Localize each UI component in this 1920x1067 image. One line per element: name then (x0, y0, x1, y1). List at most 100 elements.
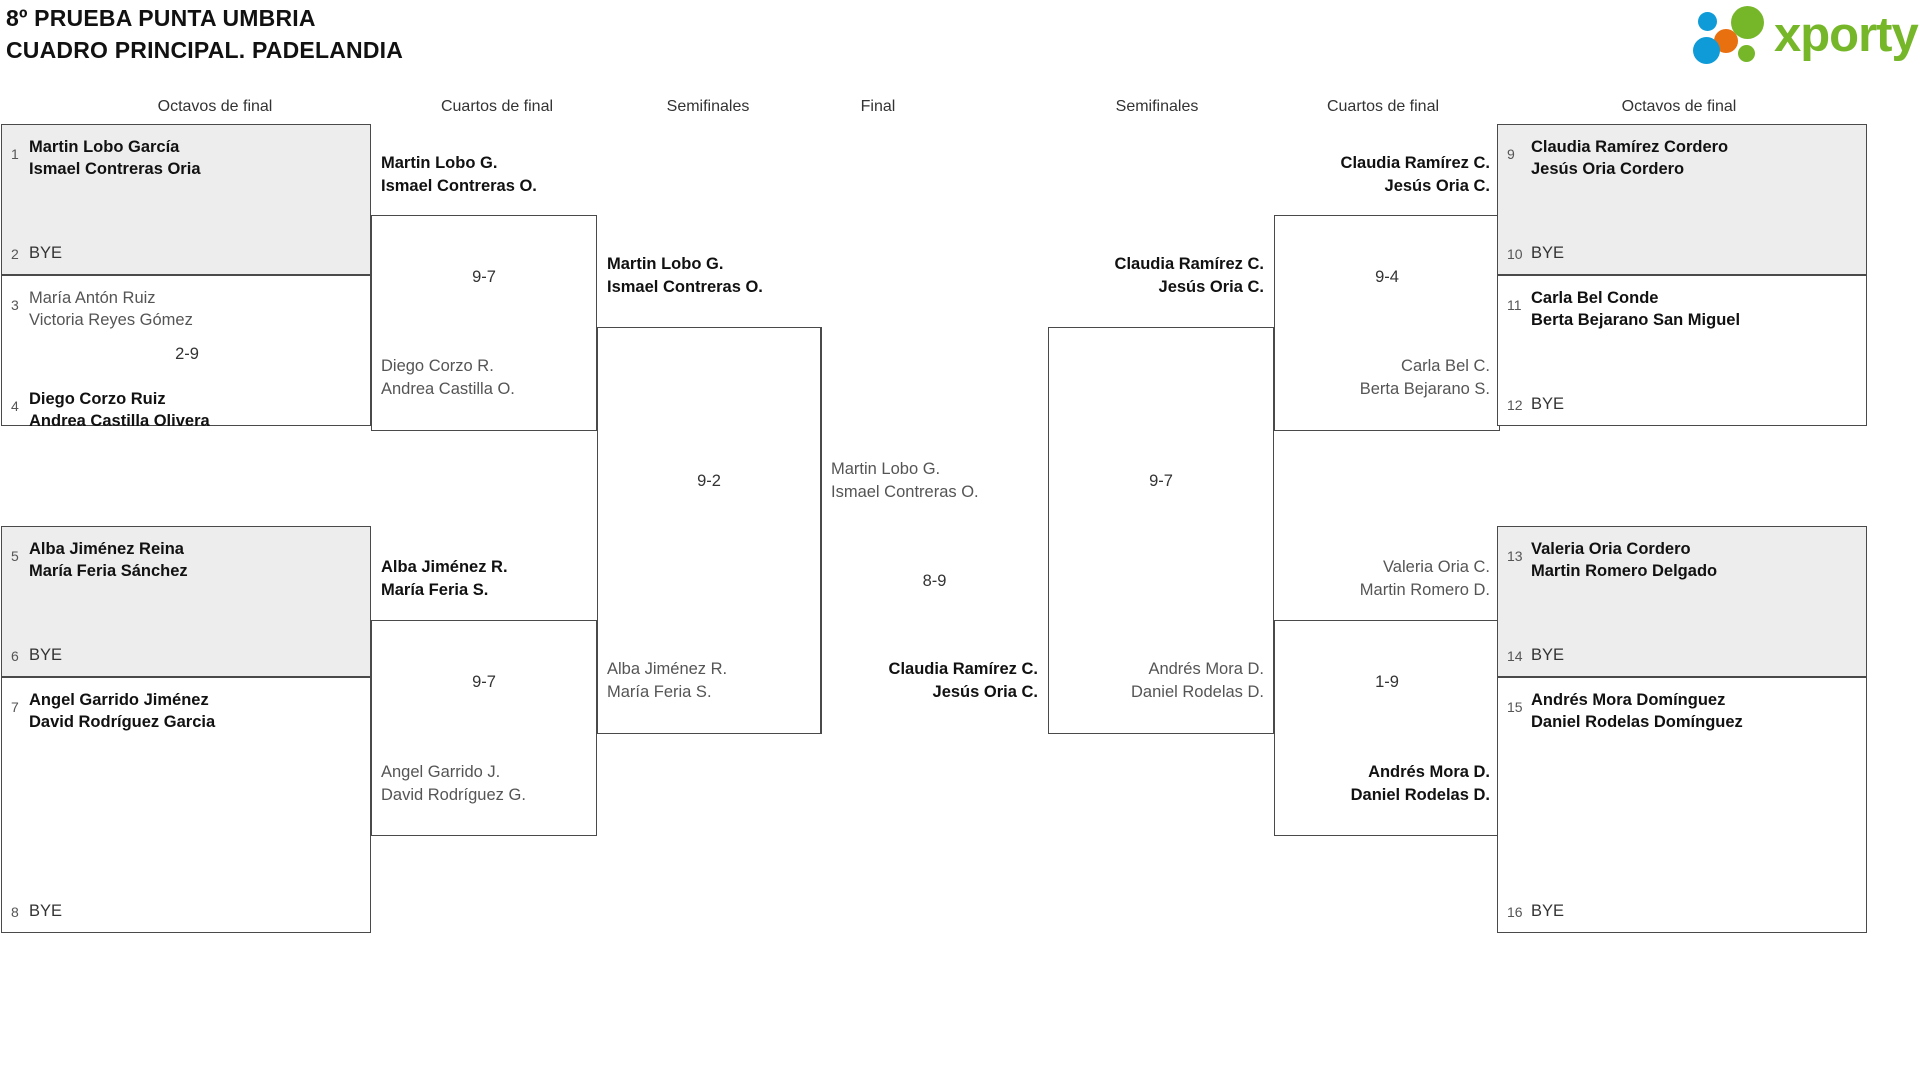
seed-number: 9 (1507, 146, 1515, 162)
round-header-octavos-right: Octavos de final (1621, 98, 1737, 115)
seed-number: 4 (11, 398, 19, 414)
match-team-line-2: Jesús Oria C. (1158, 278, 1264, 296)
round-header-semifinales-right: Semifinales (1115, 98, 1199, 115)
match-team-line-2: Jesús Oria C. (932, 683, 1038, 701)
round-header-final: Final (860, 98, 896, 115)
seed-slot-15[interactable]: 15 Andrés Mora Domínguez Daniel Rodelas … (1497, 677, 1867, 933)
match-score: 9-7 (472, 268, 496, 286)
match-team-line-2: Berta Bejarano S. (1359, 380, 1490, 398)
seed-team-line-2: Jesús Oria Cordero (1531, 160, 1685, 178)
seed-team-line-1: BYE (1531, 902, 1565, 920)
match-team-line-1: Claudia Ramírez C. (888, 660, 1038, 678)
seed-slot-3[interactable]: 3 María Antón Ruiz Victoria Reyes Gómez … (1, 275, 371, 430)
seed-number: 2 (11, 246, 19, 262)
seed-team-line-1: Valeria Oria Cordero (1531, 540, 1691, 558)
match-team-line-2: Martin Romero D. (1359, 581, 1490, 599)
match-team-line-2: María Feria S. (607, 683, 712, 701)
seed-team-line-1: Carla Bel Conde (1531, 289, 1659, 307)
logo-dot-green-large (1731, 6, 1764, 39)
page-header: 8º PRUEBA PUNTA UMBRIA CUADRO PRINCIPAL.… (0, 0, 1920, 86)
match-team-line-1: Martin Lobo G. (831, 460, 941, 478)
seed-number: 5 (11, 548, 19, 564)
seed-number: 8 (11, 904, 19, 920)
seed-team-line-2: María Feria Sánchez (29, 562, 188, 580)
seed-number: 11 (1507, 297, 1522, 313)
seed-team-line-2: Ismael Contreras Oria (29, 160, 201, 178)
match-team-line-2: Ismael Contreras O. (381, 177, 537, 195)
match-team-line-1: Andrés Mora D. (1368, 763, 1490, 781)
seed-number: 7 (11, 699, 19, 715)
seed-team-line-1: BYE (1531, 646, 1565, 664)
seed-team-line-1: BYE (29, 646, 63, 664)
seed-team-line-1: BYE (29, 902, 63, 920)
logo-wordmark: xporty (1774, 8, 1919, 62)
title-line-1: 8º PRUEBA PUNTA UMBRIA (6, 5, 316, 31)
logo-dot-blue-small (1698, 12, 1717, 31)
seed-team-line-1: Claudia Ramírez Cordero (1531, 138, 1729, 156)
seed-team-line-1: Alba Jiménez Reina (29, 540, 184, 558)
match-box (371, 215, 597, 431)
match-box (597, 327, 821, 734)
match-score: 9-7 (1149, 472, 1173, 490)
title-line-2: CUADRO PRINCIPAL. PADELANDIA (6, 36, 404, 63)
match-box (371, 620, 597, 836)
seed-slot-11[interactable]: 11 Carla Bel Conde Berta Bejarano San Mi… (1497, 275, 1867, 426)
seed-number: 16 (1507, 904, 1523, 920)
match-team-line-2: Ismael Contreras O. (831, 483, 979, 501)
match-team-line-2: Daniel Rodelas D. (1350, 786, 1490, 804)
seed-slot-9[interactable]: 9 Claudia Ramírez Cordero Jesús Oria Cor… (1497, 124, 1867, 275)
seed-slot-5[interactable]: 5 Alba Jiménez Reina María Feria Sánchez… (1, 526, 371, 677)
round-header-octavos-left: Octavos de final (157, 98, 273, 115)
match-team-line-2: David Rodríguez G. (381, 786, 526, 804)
match-score: 9-7 (472, 673, 496, 691)
seed-number: 1 (11, 146, 19, 162)
match-team-line-1: Valeria Oria C. (1383, 558, 1490, 576)
xporty-logo[interactable]: xporty (1692, 4, 1919, 66)
seed-slot-13[interactable]: 13 Valeria Oria Cordero Martin Romero De… (1497, 526, 1867, 677)
match-team-line-1: Alba Jiménez R. (607, 660, 728, 678)
match-team-line-1: Andrés Mora D. (1148, 660, 1264, 678)
seed-number: 12 (1507, 397, 1523, 413)
seed-team-line-1: María Antón Ruiz (29, 289, 156, 307)
seed-team-line-1: BYE (1531, 244, 1565, 262)
seed-slot-1[interactable]: 1 Martin Lobo García Ismael Contreras Or… (1, 124, 371, 275)
seed-team-line-2: Andrea Castilla Olivera (29, 412, 210, 430)
match-team-line-1: Angel Garrido J. (381, 763, 501, 781)
match-team-line-1: Claudia Ramírez C. (1114, 255, 1264, 273)
seed-team-line-2: Victoria Reyes Gómez (29, 311, 193, 329)
seed-team-line-2: Berta Bejarano San Miguel (1531, 311, 1741, 329)
match-team-line-2: Ismael Contreras O. (607, 278, 763, 296)
match-box (1048, 327, 1274, 734)
seed-team-line-1: BYE (29, 244, 63, 262)
match-score: 2-9 (175, 345, 199, 363)
match-score: 9-2 (697, 472, 721, 490)
seed-number: 14 (1507, 648, 1523, 664)
seed-number: 3 (11, 297, 19, 313)
match-team-line-1: Claudia Ramírez C. (1340, 154, 1490, 172)
logo-dot-blue-large (1693, 37, 1720, 64)
page-title: 8º PRUEBA PUNTA UMBRIA CUADRO PRINCIPAL.… (6, 3, 906, 66)
match-team-line-1: Alba Jiménez R. (381, 558, 508, 576)
match-team-line-2: María Feria S. (381, 581, 489, 599)
match-team-line-2: Jesús Oria C. (1384, 177, 1490, 195)
round-header-cuartos-right: Cuartos de final (1326, 98, 1440, 115)
seed-team-line-1: Martin Lobo García (29, 138, 180, 156)
match-team-line-2: Andrea Castilla O. (381, 380, 515, 398)
match-score: 8-9 (922, 572, 947, 590)
match-score: 9-4 (1375, 268, 1399, 286)
round-header-semifinales-left: Semifinales (666, 98, 750, 115)
seed-slot-7[interactable]: 7 Angel Garrido Jiménez David Rodríguez … (1, 677, 371, 933)
seed-team-line-2: Martin Romero Delgado (1531, 562, 1718, 580)
seed-team-line-2: David Rodríguez Garcia (29, 713, 216, 731)
match-score: 1-9 (1375, 673, 1399, 691)
seed-number: 10 (1507, 246, 1523, 262)
seed-team-line-1: Diego Corzo Ruiz (29, 390, 166, 408)
seed-number: 6 (11, 648, 19, 664)
seed-team-line-2: Daniel Rodelas Domínguez (1531, 713, 1743, 731)
seed-team-line-1: Andrés Mora Domínguez (1531, 691, 1726, 709)
seed-team-line-1: Angel Garrido Jiménez (29, 691, 209, 709)
seed-number: 15 (1507, 699, 1523, 715)
logo-dot-green-small (1738, 45, 1755, 62)
match-team-line-1: Carla Bel C. (1401, 357, 1490, 375)
round-header-cuartos-left: Cuartos de final (440, 98, 554, 115)
